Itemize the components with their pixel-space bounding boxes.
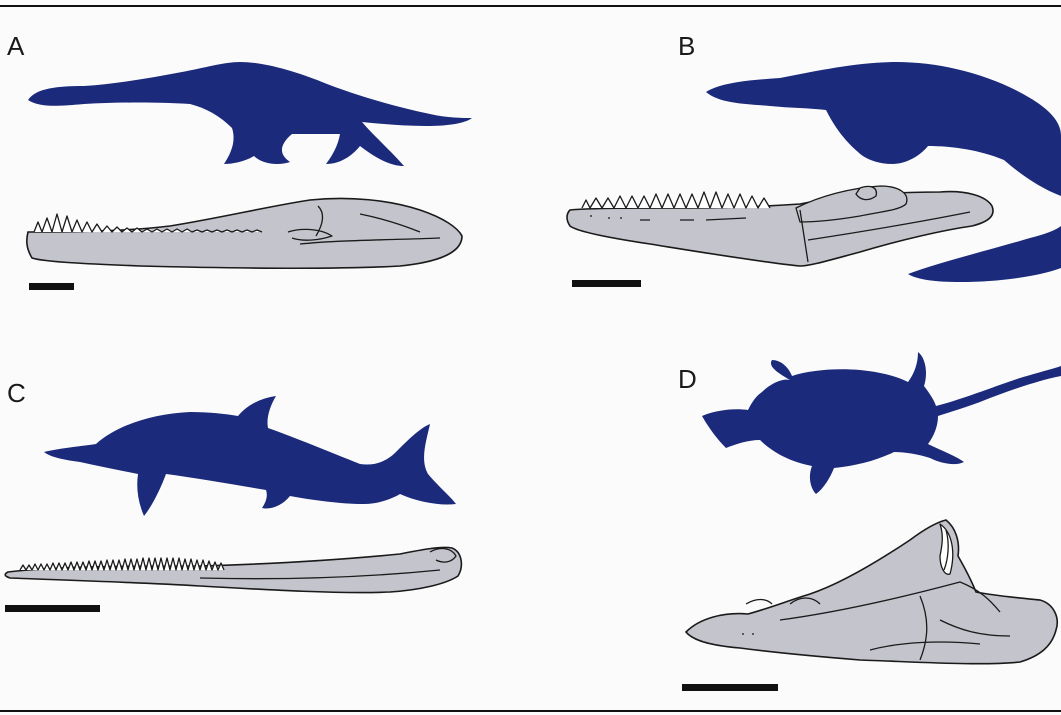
panel-label-b: B xyxy=(678,33,695,59)
panel-c xyxy=(5,396,461,612)
ichthyosaur-jaw-icon xyxy=(5,547,461,592)
ichthyosaur-silhouette-icon xyxy=(44,396,456,516)
mosasaur-jaw-icon xyxy=(567,186,993,266)
panel-label-d: D xyxy=(678,366,697,392)
panel-b xyxy=(567,62,1061,287)
scale-bar-a xyxy=(29,283,74,290)
scale-bar-d xyxy=(682,684,778,691)
scale-bar-c xyxy=(5,605,100,612)
mosasaur-silhouette-icon xyxy=(706,62,1061,196)
turtle-silhouette-icon xyxy=(702,352,1061,494)
panel-d xyxy=(682,352,1061,691)
mosasaur-tail-icon xyxy=(908,226,1061,282)
plesiosaur-silhouette-icon xyxy=(28,62,472,166)
turtle-jaw-icon xyxy=(686,520,1057,664)
panel-label-a: A xyxy=(7,33,24,59)
plesiosaur-jaw-icon xyxy=(27,198,462,268)
panel-label-c: C xyxy=(7,380,26,406)
panel-a xyxy=(27,62,472,290)
scale-bar-b xyxy=(572,280,641,287)
